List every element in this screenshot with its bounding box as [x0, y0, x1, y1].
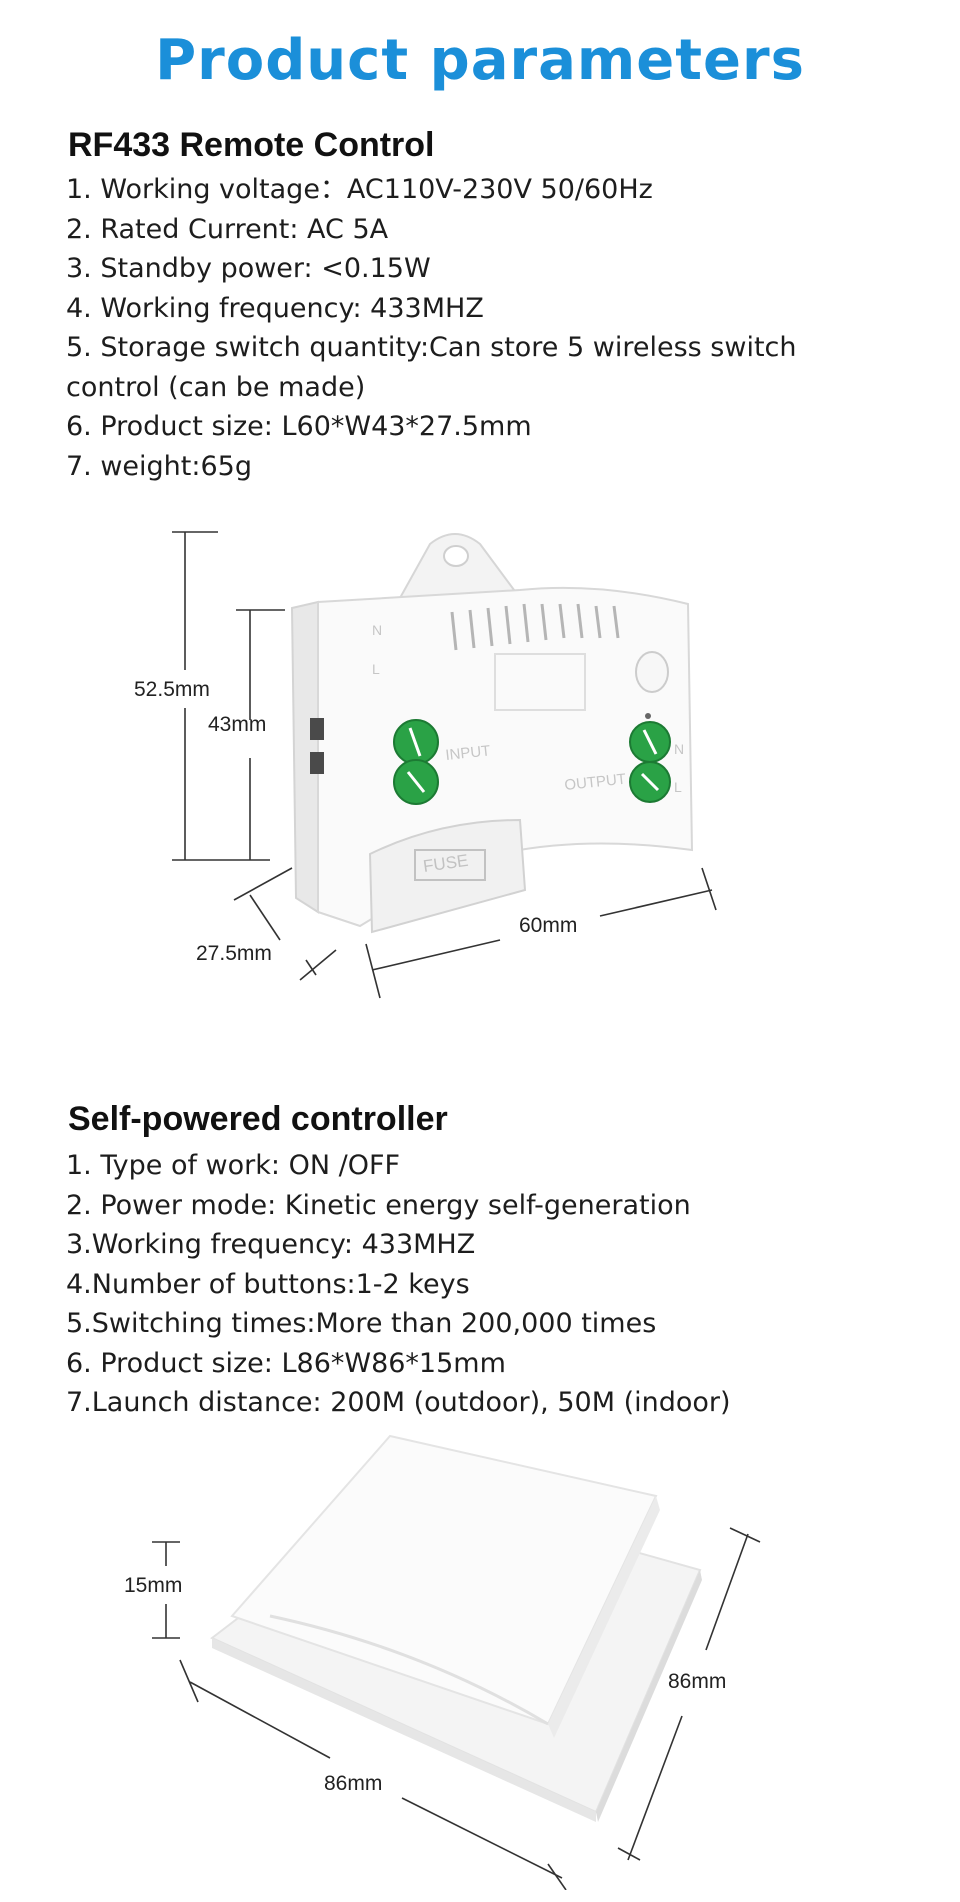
dim-height-inner-label: 43mm — [208, 713, 266, 736]
rf433-spec-7: 7. weight:65g — [66, 450, 252, 482]
rf433-spec-2: 2. Rated Current: AC 5A — [66, 213, 389, 245]
dim-thickness-label: 15mm — [124, 1574, 182, 1597]
self-powered-spec-4: 4.Number of buttons:1-2 keys — [66, 1268, 470, 1300]
dim-length-label: 60mm — [519, 914, 577, 937]
switch-dimension-lines — [152, 1527, 761, 1890]
self-powered-spec-1: 1. Type of work: ON /OFF — [66, 1150, 401, 1181]
rf433-spec-list: 1. Working voltage：AC110V-230V 50/60Hz 2… — [66, 170, 916, 486]
self-powered-spec-list: 1. Type of work: ON /OFF 2. Power mode: … — [66, 1146, 916, 1423]
dim-depth-label: 27.5mm — [196, 942, 272, 965]
input-label: INPUT — [445, 742, 492, 764]
self-powered-switch-figure: 15mm 86mm 86mm — [124, 1434, 761, 1890]
rf433-dimension-lines — [172, 531, 717, 999]
rf433-heading: RF433 Remote Control — [68, 126, 435, 164]
dim-length-label-switch: 86mm — [668, 1670, 726, 1693]
self-powered-heading: Self-powered controller — [68, 1100, 448, 1138]
terminal-label-l-right: L — [674, 779, 682, 795]
rf433-spec-5: 5. Storage switch quantity:Can store 5 w… — [66, 332, 797, 403]
output-label: OUTPUT — [564, 771, 627, 794]
terminal-label-l-left: L — [372, 661, 380, 677]
terminal-label-n-left: N — [372, 622, 382, 638]
rf433-spec-1: 1. Working voltage：AC110V-230V 50/60Hz — [66, 174, 653, 205]
rf433-device — [290, 533, 694, 934]
dim-height-outer-label: 52.5mm — [134, 678, 210, 701]
rf433-spec-6: 6. Product size: L60*W43*27.5mm — [66, 411, 532, 442]
self-powered-spec-2: 2. Power mode: Kinetic energy self-gener… — [66, 1189, 691, 1221]
page-title: Product parameters — [155, 28, 805, 93]
self-powered-spec-5: 5.Switching times:More than 200,000 time… — [66, 1308, 657, 1339]
self-powered-spec-7: 7.Launch distance: 200M (outdoor), 50M (… — [66, 1387, 731, 1418]
rf433-spec-3: 3. Standby power: <0.15W — [66, 253, 431, 284]
rf433-product-figure: N L INPUT OUTPUT N L FUSE 52.5mm 43mm 27… — [134, 531, 717, 999]
terminal-label-n-right: N — [674, 741, 684, 757]
self-powered-spec-3: 3.Working frequency: 433MHZ — [66, 1229, 476, 1260]
dim-width-label: 86mm — [324, 1772, 382, 1795]
switch-device — [210, 1434, 702, 1822]
rf433-spec-4: 4. Working frequency: 433MHZ — [66, 292, 484, 324]
self-powered-spec-6: 6. Product size: L86*W86*15mm — [66, 1347, 506, 1379]
